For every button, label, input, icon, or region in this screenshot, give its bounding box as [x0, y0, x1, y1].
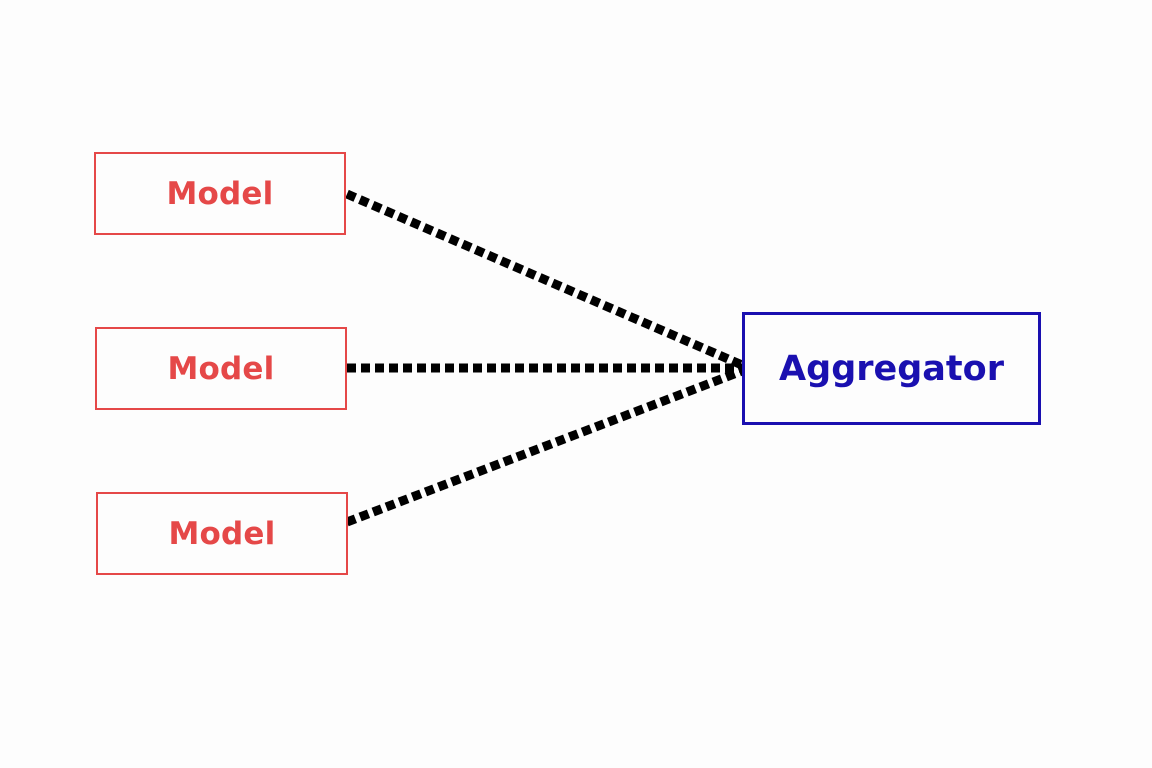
model-label-1: Model [166, 175, 274, 212]
connector-model-1-to-aggregator [345, 189, 744, 370]
aggregator-box: Aggregator [742, 312, 1041, 425]
model-box-3: Model [96, 492, 348, 575]
model-box-2: Model [95, 327, 347, 410]
aggregator-label: Aggregator [779, 348, 1004, 389]
model-box-1: Model [94, 152, 346, 235]
model-label-3: Model [168, 515, 276, 552]
connector-model-3-to-aggregator [345, 366, 744, 527]
model-label-2: Model [167, 350, 275, 387]
